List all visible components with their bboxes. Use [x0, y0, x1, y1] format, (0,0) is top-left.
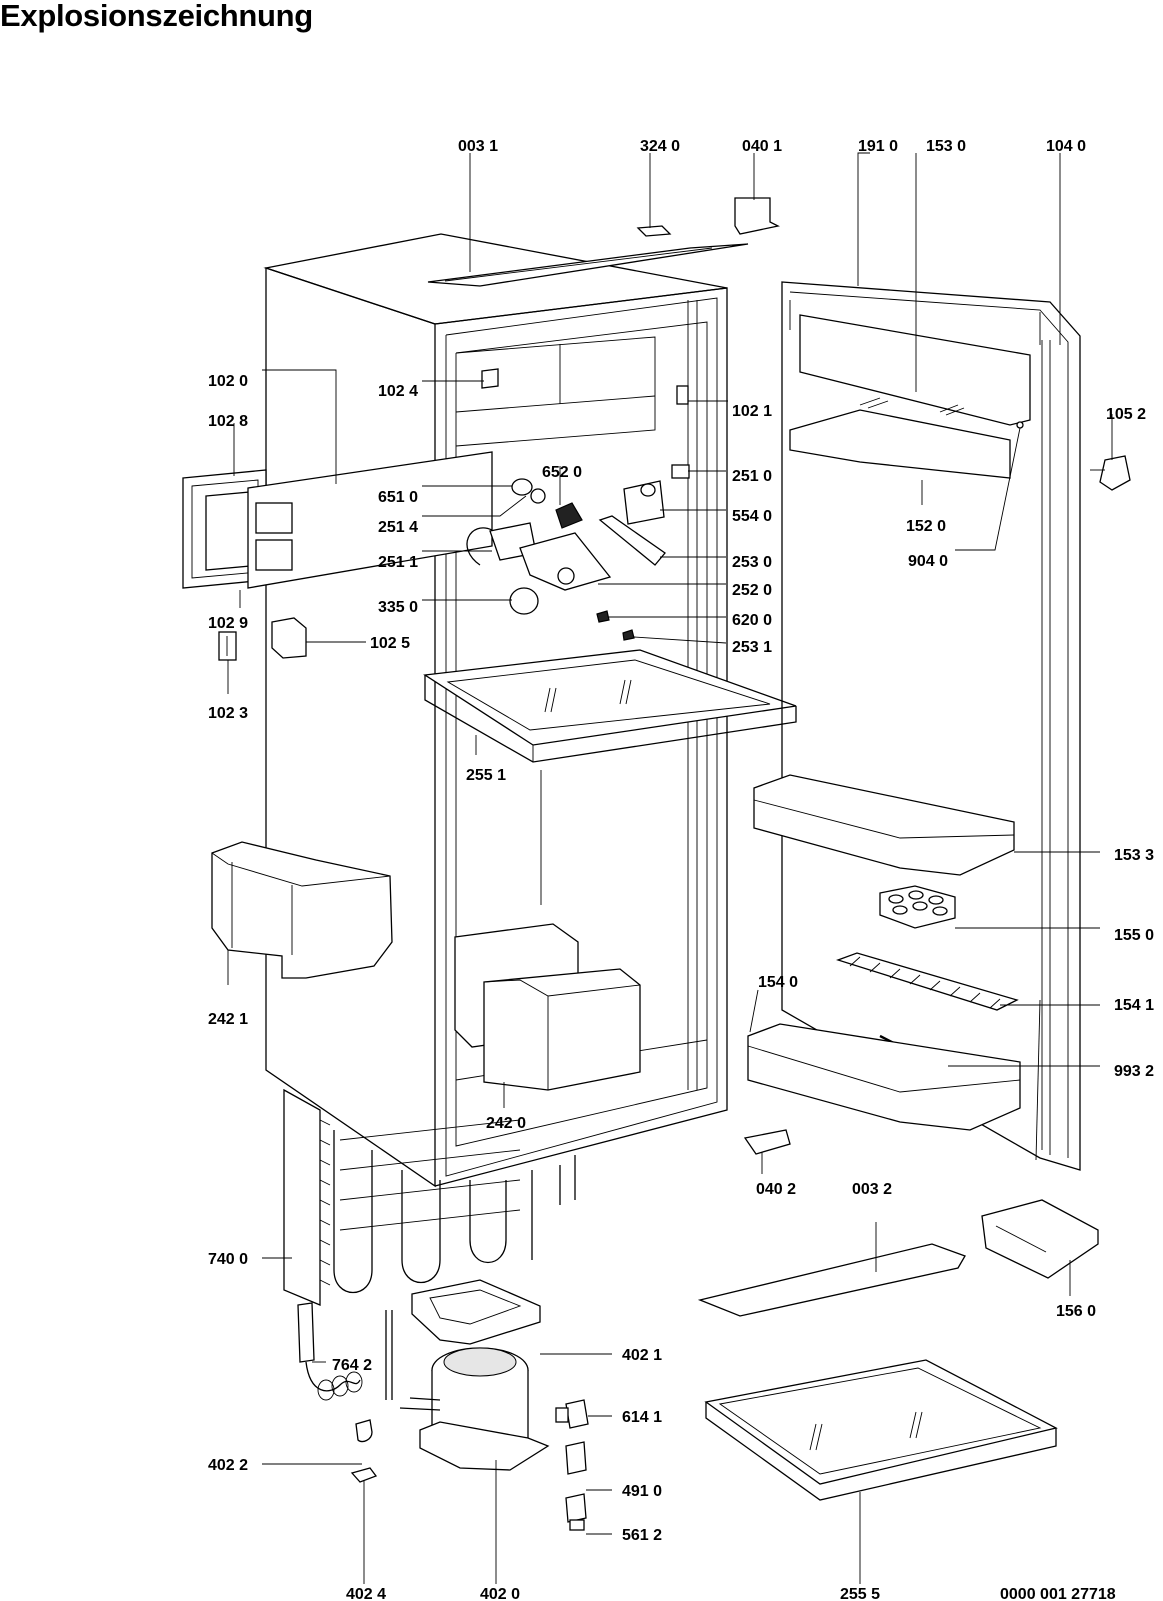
- callout-904-0: 904 0: [908, 553, 948, 570]
- callout-102-1: 102 1: [732, 403, 772, 420]
- callout-102-9: 102 9: [208, 615, 248, 632]
- leader-lines: [227, 152, 1113, 1584]
- callout-402-4: 402 4: [346, 1586, 386, 1601]
- callout-labels: 003 1 324 0 040 1 191 0 153 0 104 0 102 …: [208, 138, 1154, 1601]
- callout-104-0: 104 0: [1046, 138, 1086, 155]
- callout-253-0: 253 0: [732, 554, 772, 571]
- glass-shelf-lower: [704, 1359, 1058, 1501]
- callout-614-1: 614 1: [622, 1409, 662, 1426]
- callout-191-0: 191 0: [858, 138, 898, 155]
- callout-251-0: 251 0: [732, 468, 772, 485]
- callout-040-2: 040 2: [756, 1181, 796, 1198]
- callout-651-0: 651 0: [378, 489, 418, 506]
- callout-003-1: 003 1: [458, 138, 498, 155]
- hinges-hardware: [636, 197, 1131, 1317]
- callout-255-1: 255 1: [466, 767, 506, 784]
- thermostat-lamp-group: [466, 464, 690, 641]
- callout-251-1: 251 1: [378, 554, 418, 571]
- callout-402-0: 402 0: [480, 1586, 520, 1601]
- callout-155-0: 155 0: [1114, 927, 1154, 944]
- crisper-box: [454, 923, 641, 1091]
- callout-652-0: 652 0: [542, 464, 582, 481]
- callout-153-3: 153 3: [1114, 847, 1154, 864]
- callout-251-4: 251 4: [378, 519, 418, 536]
- callout-402-1: 402 1: [622, 1347, 662, 1364]
- callout-402-2: 402 2: [208, 1457, 248, 1474]
- callout-102-5: 102 5: [370, 635, 410, 652]
- callout-105-2: 105 2: [1106, 406, 1146, 423]
- callout-993-2: 993 2: [1114, 1063, 1154, 1080]
- glass-shelf-upper: [423, 649, 797, 763]
- condenser-compressor: [283, 1088, 589, 1531]
- callout-102-0: 102 0: [208, 373, 248, 390]
- callout-561-2: 561 2: [622, 1527, 662, 1544]
- callout-102-3: 102 3: [208, 705, 248, 722]
- callout-554-0: 554 0: [732, 508, 772, 525]
- callout-491-0: 491 0: [622, 1483, 662, 1500]
- callout-324-0: 324 0: [640, 138, 680, 155]
- door: [747, 281, 1081, 1171]
- callout-040-1: 040 1: [742, 138, 782, 155]
- callout-153-0: 153 0: [926, 138, 966, 155]
- page-title: Explosionszeichnung: [0, 0, 313, 33]
- callout-253-1: 253 1: [732, 639, 772, 656]
- callout-242-0: 242 0: [486, 1115, 526, 1132]
- callout-764-2: 764 2: [332, 1357, 372, 1374]
- callout-003-2: 003 2: [852, 1181, 892, 1198]
- callout-255-5: 255 5: [840, 1586, 880, 1601]
- callout-335-0: 335 0: [378, 599, 418, 616]
- callout-154-1: 154 1: [1114, 997, 1154, 1014]
- callout-102-8: 102 8: [208, 413, 248, 430]
- callout-252-0: 252 0: [732, 582, 772, 599]
- callout-152-0: 152 0: [906, 518, 946, 535]
- callout-242-1: 242 1: [208, 1011, 248, 1028]
- drawing-number: 0000 001 27718: [1000, 1586, 1116, 1601]
- callout-156-0: 156 0: [1056, 1303, 1096, 1320]
- callout-154-0: 154 0: [758, 974, 798, 991]
- callout-620-0: 620 0: [732, 612, 772, 629]
- callout-740-0: 740 0: [208, 1251, 248, 1268]
- callout-102-4: 102 4: [378, 383, 418, 400]
